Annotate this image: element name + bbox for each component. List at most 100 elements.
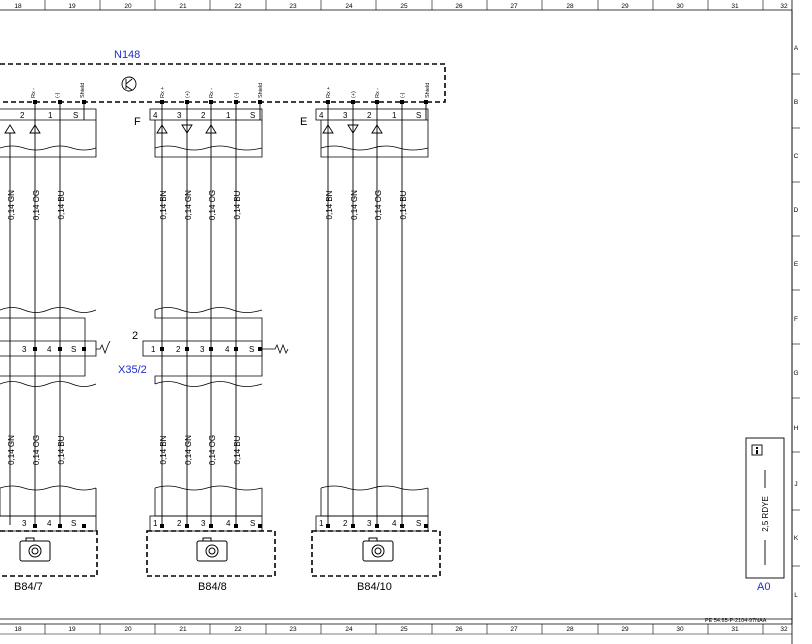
col-label: 22 [234, 626, 242, 633]
col-label: 28 [566, 3, 574, 10]
col-label: 27 [510, 3, 518, 10]
legend-box: 2,5 RDYE A0 [745, 437, 785, 593]
col-label: 32 [780, 626, 788, 633]
camera-b84-10: B84/10 [311, 530, 441, 593]
pin-number: 2 [177, 519, 182, 528]
camera-label: B84/8 [198, 581, 227, 593]
x35-2-pin-marks [33, 347, 262, 351]
pin-number: 4 [47, 519, 52, 528]
wire-label: 0,14 OG [374, 190, 383, 220]
col-label: 30 [676, 626, 684, 633]
pin-number: S [250, 519, 255, 528]
n148-pin-marks [33, 100, 428, 104]
pin-number: S [73, 111, 78, 120]
pin-number: 4 [47, 345, 52, 354]
pin-number: 3 [177, 111, 182, 120]
pin-number: 4 [226, 519, 231, 528]
pin-number: 4 [153, 111, 158, 120]
camera-icon [362, 537, 394, 562]
pin-number: 3 [343, 111, 348, 120]
col-label: 30 [676, 3, 684, 10]
x35-2-label: X35/2 [118, 364, 147, 376]
camera-icon [19, 537, 51, 562]
camera-pin-numbers: 3 4 S 1 2 3 4 S 1 2 3 4 S [22, 519, 421, 528]
pin-header-plus: (+) [351, 91, 357, 98]
wire-label: 0,14 OG [32, 190, 41, 220]
pin-number: S [71, 519, 76, 528]
camera-pin-rows [0, 515, 429, 532]
pin-header-rx-plus: Rx + [326, 87, 332, 98]
wire-label: 0,14 GN [350, 190, 359, 220]
pin-header-shield: Shield [425, 83, 431, 98]
camera-label: B84/7 [14, 581, 43, 593]
col-label: 29 [621, 626, 629, 633]
x35-2-number: 2 [132, 330, 138, 342]
pin-number: 3 [200, 345, 205, 354]
wire-label: 0,14 OG [32, 435, 41, 465]
pin-number: 3 [22, 519, 27, 528]
pin-number: 4 [225, 345, 230, 354]
control-unit-n148: N148 [0, 49, 446, 103]
pin-number: 2 [343, 519, 348, 528]
camera-icon [196, 537, 228, 562]
pin-number: S [416, 111, 421, 120]
pin-number: 2 [176, 345, 181, 354]
pin-header-rx-plus: Rx + [160, 87, 166, 98]
pin-headers-group-e: Rx + (+) Rx - (-) Shield [326, 83, 431, 98]
col-label: 25 [400, 626, 408, 633]
col-label: 20 [124, 626, 132, 633]
pin-number: S [71, 345, 76, 354]
row-label: K [794, 535, 799, 542]
wire-label: 0,14 BU [57, 435, 66, 464]
legend-wire-label: 2,5 RDYE [761, 496, 770, 532]
wire-labels-upper: 0,14 GN 0,14 OG 0,14 BU 0,14 BN 0,14 GN … [7, 190, 408, 220]
drawing-frame [0, 0, 793, 644]
col-label: 27 [510, 626, 518, 633]
wire-label: 0,14 BN [325, 190, 334, 219]
twisted-pair-marks [0, 145, 429, 491]
row-label: J [794, 481, 797, 488]
row-label: B [794, 99, 798, 106]
pin-header-rx-minus: Rx - [375, 88, 381, 98]
col-label: 32 [780, 3, 788, 10]
wire-label: 0,14 BN [159, 435, 168, 464]
wire-label: 0,14 OG [208, 190, 217, 220]
pin-number: 2 [20, 111, 25, 120]
pin-number: 1 [48, 111, 53, 120]
x35-2-pin-numbers: 3 4 S 1 2 3 4 S 2 X35/2 [22, 330, 254, 376]
column-ruler-top: 18 19 20 21 22 23 24 25 26 27 28 29 30 3… [14, 0, 788, 10]
pin-headers-left-group: (-) Shield Rx - [31, 83, 86, 98]
col-label: 19 [68, 3, 76, 10]
pin-number: 3 [22, 345, 27, 354]
n148-pin-numbers: 2 1 S 4 3 2 1 S 4 3 2 1 S F E [20, 111, 421, 128]
column-ruler-bottom: 18 19 20 21 22 23 24 25 26 27 28 29 30 3… [0, 624, 792, 635]
pin-number: 3 [367, 519, 372, 528]
col-label: 20 [124, 3, 132, 10]
pin-number: S [250, 111, 255, 120]
pin-header-rx-minus: Rx - [209, 88, 215, 98]
driver-symbols [4, 124, 383, 134]
pin-header-minus: (-) [234, 92, 240, 98]
col-label: 23 [289, 626, 297, 633]
pin-header-shield: Shield [80, 83, 86, 98]
col-label: 21 [179, 626, 187, 633]
camera-pin-marks [33, 524, 428, 528]
wire-label: 0,14 BN [159, 190, 168, 219]
pin-number: S [416, 519, 421, 528]
col-label: 25 [400, 3, 408, 10]
wire-label: 0,14 BU [233, 190, 242, 219]
pin-number: 4 [392, 519, 397, 528]
pin-header-plus: (+) [185, 91, 191, 98]
row-label: C [794, 153, 799, 160]
col-label: 26 [455, 3, 463, 10]
wire-label: 0,14 OG [208, 435, 217, 465]
col-label: 23 [289, 3, 297, 10]
connector-letter-e: E [300, 116, 307, 128]
camera-harness-loops [0, 488, 429, 517]
col-label: 26 [455, 626, 463, 633]
document-reference: PE 54.65-P-2104-97NAA [705, 618, 767, 624]
row-label: D [794, 207, 799, 214]
row-label: E [794, 261, 799, 268]
control-unit-label: N148 [114, 49, 140, 61]
pin-number: 1 [392, 111, 397, 120]
